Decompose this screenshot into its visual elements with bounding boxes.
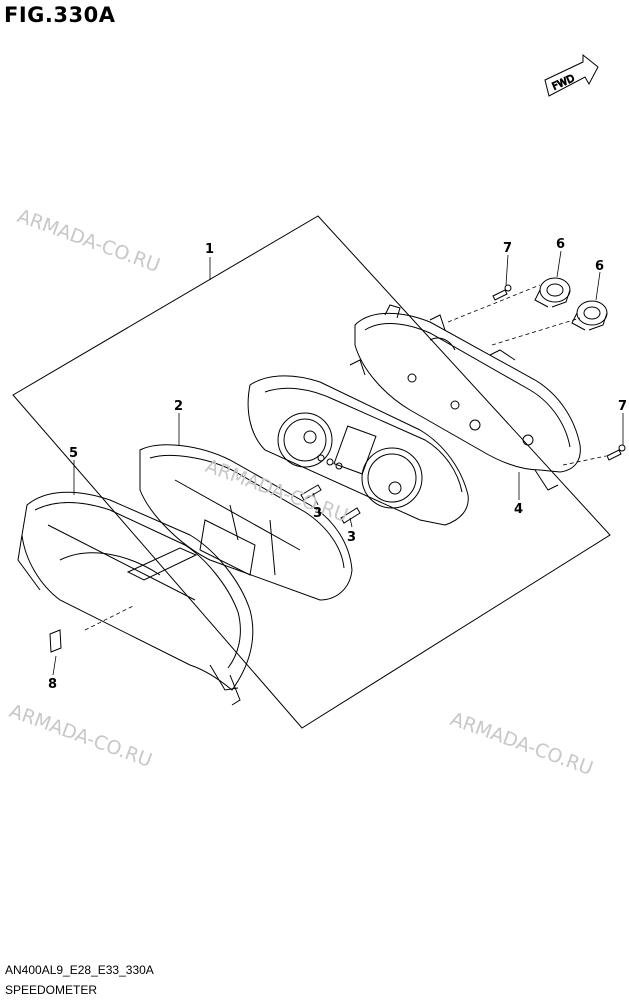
part-2-panel <box>139 444 353 601</box>
leader-3a <box>312 492 319 506</box>
leader-7a <box>505 254 509 286</box>
callout-3b: 3 <box>347 530 356 545</box>
part-6-grommet-b <box>571 300 608 331</box>
part-7-screw-top <box>492 284 512 301</box>
part-6-grommet-a <box>534 277 571 308</box>
align-line-a <box>447 284 541 323</box>
part-7-screw-right <box>606 444 626 461</box>
part-4-housing <box>349 304 581 491</box>
callout-6a: 6 <box>556 237 565 252</box>
callout-3a: 3 <box>313 506 322 521</box>
figure-title: FIG.330A <box>4 3 116 27</box>
callout-7b: 7 <box>618 399 627 414</box>
callout-5: 5 <box>69 446 78 461</box>
callout-1: 1 <box>205 242 214 257</box>
part-8-label <box>49 629 62 653</box>
leader-3b <box>349 517 353 528</box>
part-3-bulb-a <box>300 484 322 501</box>
align-line-b <box>491 317 581 346</box>
callout-6b: 6 <box>595 259 604 274</box>
callout-2: 2 <box>174 399 183 414</box>
figure-code: AN400AL9_E28_E33_330A <box>5 963 154 977</box>
gauge-board <box>247 375 469 526</box>
align-line-c <box>562 455 607 466</box>
align-line-d <box>84 604 136 631</box>
figure-caption: SPEEDOMETER <box>5 983 98 997</box>
leader-8 <box>52 655 57 676</box>
leader-6b <box>595 271 601 301</box>
callout-8: 8 <box>48 677 57 692</box>
callout-4: 4 <box>514 502 523 517</box>
part-5-lens <box>17 491 254 706</box>
callout-7a: 7 <box>503 241 512 256</box>
leader-6a <box>556 250 562 278</box>
assembly-frame <box>12 215 611 729</box>
part-3-bulb-b <box>340 507 361 524</box>
fwd-arrow-icon: FWD <box>544 53 599 97</box>
